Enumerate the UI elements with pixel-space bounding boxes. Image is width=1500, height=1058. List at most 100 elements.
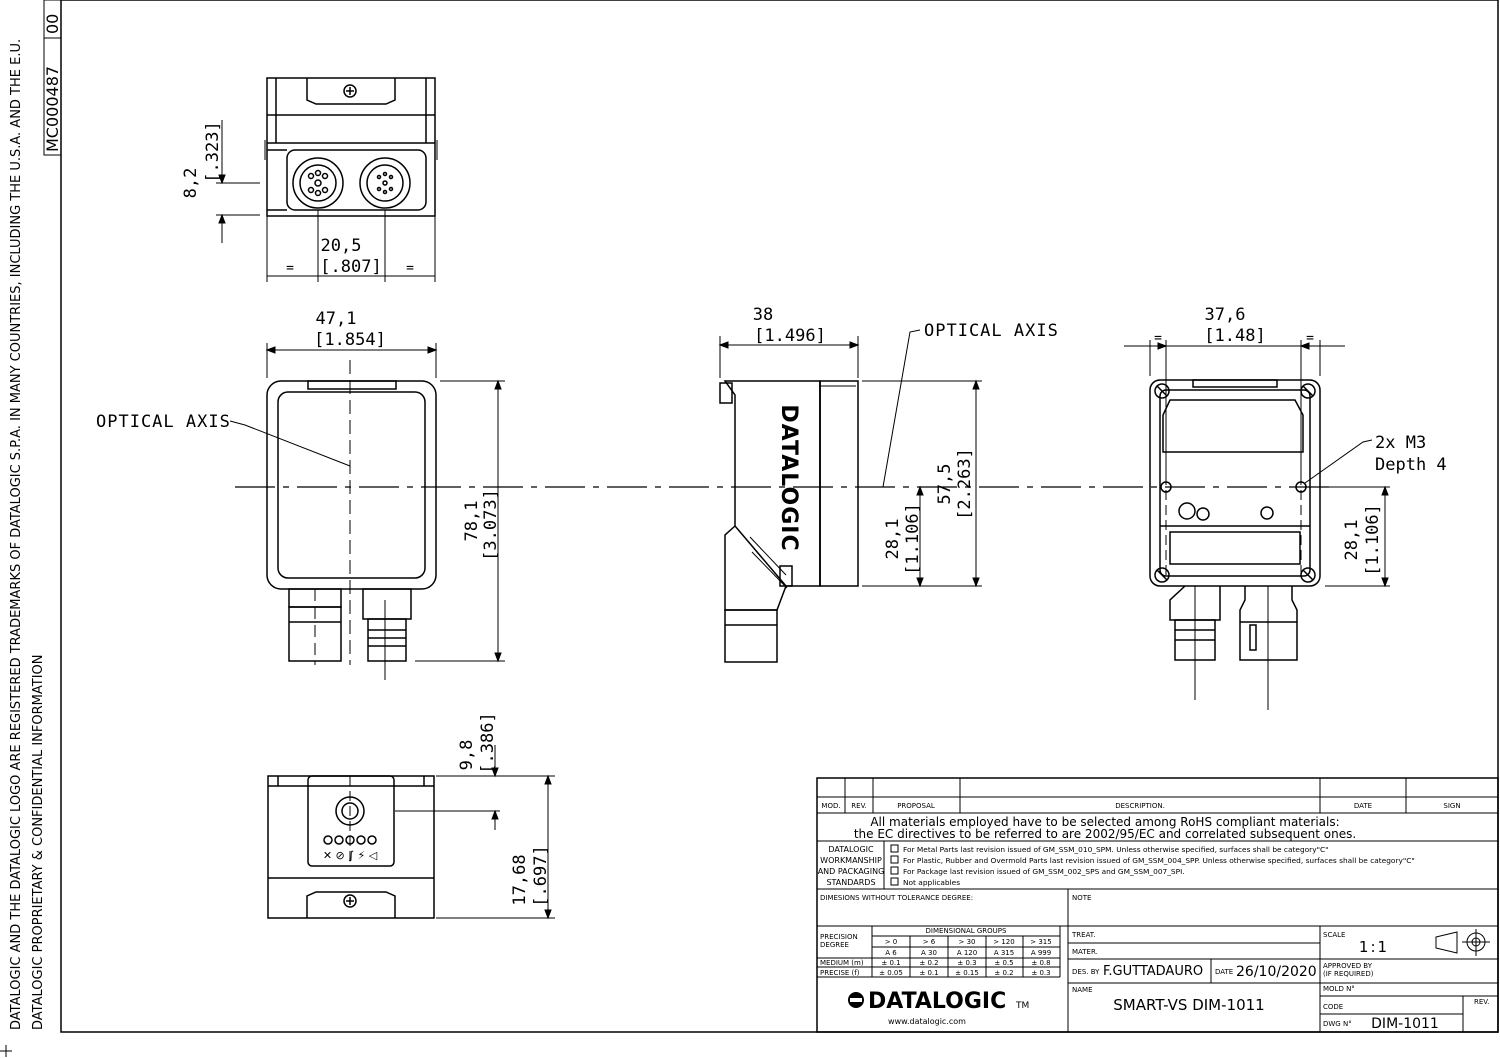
document-code-box: MC000487 00 [43, 0, 62, 156]
mater-label: MATER. [1072, 948, 1098, 956]
dim-bottom-a-in: [.386] [478, 712, 498, 773]
group-bottom-1: A 6 [885, 949, 897, 957]
drawing-date: 26/10/2020 [1236, 964, 1317, 980]
website: www.datalogic.com [888, 1017, 966, 1026]
back-view [1149, 379, 1321, 710]
dim-bottom-b: 17,68 [510, 854, 530, 905]
dim-equal-back-right: = [1306, 331, 1314, 346]
group-bottom-3: A 120 [957, 949, 977, 957]
dim-side-axis-in: [1.106] [903, 503, 923, 575]
dim-side-height: 57,5 [935, 464, 955, 505]
dim-back-width: 37,6 [1205, 305, 1246, 325]
dim-bottom-a: 9,8 [457, 740, 477, 771]
datalogic-logo: DATALOGIC TM [848, 989, 1029, 1014]
label-optical-axis-front: OPTICAL AXIS [96, 412, 231, 432]
group-top-2: > 6 [923, 938, 936, 946]
dwg-label: DWG N° [1323, 1020, 1352, 1028]
header-proposal: PROPOSAL [897, 802, 935, 810]
label-screw-depth: Depth 4 [1375, 455, 1447, 475]
top-view-dimensions [216, 120, 436, 282]
logo-text: DATALOGIC [868, 989, 1006, 1014]
name-label: NAME [1072, 986, 1093, 994]
standard-na: Not applicables [903, 878, 960, 887]
medium-5: ± 0.8 [1031, 959, 1050, 967]
precise-label: PRECISE (f) [820, 969, 860, 977]
precise-3: ± 0.15 [955, 969, 979, 977]
standards-label-2: WORKMANSHIP [820, 856, 882, 865]
standard-package: For Package last revision issued of GM_S… [903, 867, 1185, 876]
precision-label-1: PRECISION [820, 933, 858, 941]
medium-2: ± 0.2 [919, 959, 938, 967]
rev-label: REV. [1474, 998, 1489, 1006]
approved-label-1: APPROVED BY [1323, 962, 1373, 970]
date-label: DATE [1215, 968, 1233, 976]
dim-top-height: 8,2 [181, 168, 201, 199]
bottom-view [267, 775, 435, 919]
medium-1: ± 0.1 [881, 959, 900, 967]
medium-4: ± 0.5 [994, 959, 1013, 967]
drawing-frame [60, 0, 1499, 1033]
label-screw: 2x M3 [1375, 433, 1426, 453]
rohs-line-1: All materials employed have to be select… [870, 815, 1339, 829]
back-view-dimensions [1124, 340, 1390, 588]
header-mod: MOD. [821, 802, 840, 810]
dim-top-width-in: [.807] [320, 257, 381, 277]
dim-side-height-in: [2.263] [955, 448, 975, 520]
dim-equal-back-left: = [1154, 331, 1162, 346]
dim-back-axis-in: [1.106] [1363, 504, 1383, 576]
dim-front-height: 78,1 [462, 501, 482, 542]
side-view [719, 380, 859, 663]
trademark-line: DATALOGIC AND THE DATALOGIC LOGO ARE REG… [9, 39, 24, 1030]
dim-top-width: 20,5 [321, 236, 362, 256]
top-view [264, 77, 438, 217]
projection-symbol-icon [1435, 929, 1490, 956]
group-top-4: > 120 [993, 938, 1014, 946]
dim-tolerance-label: DIMESIONS WITHOUT TOLERANCE DEGREE: [820, 894, 973, 902]
front-view [266, 360, 437, 680]
treat-label: TREAT. [1071, 931, 1095, 939]
dim-front-height-in: [3.073] [481, 489, 501, 561]
document-code-rev: 00 [43, 14, 62, 34]
standard-metal: For Metal Parts last revision issued of … [903, 845, 1329, 854]
header-rev: REV. [851, 802, 866, 810]
label-optical-axis-side: OPTICAL AXIS [924, 321, 1059, 341]
dim-top-height-in: [.323] [203, 121, 223, 182]
dim-groups-label: DIMENSIONAL GROUPS [926, 927, 1007, 935]
side-view-dimensions [718, 329, 982, 588]
dim-front-width: 47,1 [316, 309, 357, 329]
bottom-view-dimensions [395, 745, 555, 920]
dim-equal-left: = [286, 261, 294, 276]
dim-side-depth-in: [1.496] [754, 326, 826, 346]
drawing-name: SMART-VS DIM-1011 [1113, 996, 1264, 1014]
dim-bottom-b-in: [.697] [531, 845, 551, 906]
dim-front-width-in: [1.854] [314, 330, 386, 350]
medium-3: ± 0.3 [957, 959, 976, 967]
group-top-5: > 315 [1030, 938, 1051, 946]
code-label: CODE [1323, 1003, 1343, 1011]
precise-1: ± 0.05 [879, 969, 903, 977]
front-view-dimensions [229, 343, 505, 663]
registration-mark-icon [0, 1045, 12, 1057]
group-bottom-4: A 315 [994, 949, 1014, 957]
group-top-3: > 30 [959, 938, 976, 946]
group-top-1: > 0 [885, 938, 898, 946]
scale-label: SCALE [1323, 931, 1345, 939]
approved-label-2: (IF REQUIRED) [1323, 970, 1374, 978]
rohs-line-2: the EC directives to be referred to are … [854, 827, 1356, 841]
precision-label-2: DEGREE [820, 941, 849, 949]
dim-side-axis: 28,1 [883, 519, 903, 560]
side-legal-text: DATALOGIC AND THE DATALOGIC LOGO ARE REG… [9, 39, 46, 1030]
precise-2: ± 0.1 [919, 969, 938, 977]
group-bottom-2: A 30 [921, 949, 937, 957]
scale-value: 1:1 [1359, 938, 1389, 956]
group-bottom-5: A 999 [1031, 949, 1051, 957]
mold-label: MOLD N° [1323, 985, 1355, 993]
standard-plastic: For Plastic, Rubber and Overmold Parts l… [903, 856, 1415, 865]
standards-label-3: AND PACKAGING [818, 867, 885, 876]
des-by-label: DES. BY [1072, 968, 1100, 976]
dim-back-axis: 28,1 [1342, 520, 1362, 561]
standards-label-1: DATALOGIC [828, 845, 874, 854]
document-code: MC000487 [43, 66, 62, 152]
precise-5: ± 0.3 [1031, 969, 1050, 977]
